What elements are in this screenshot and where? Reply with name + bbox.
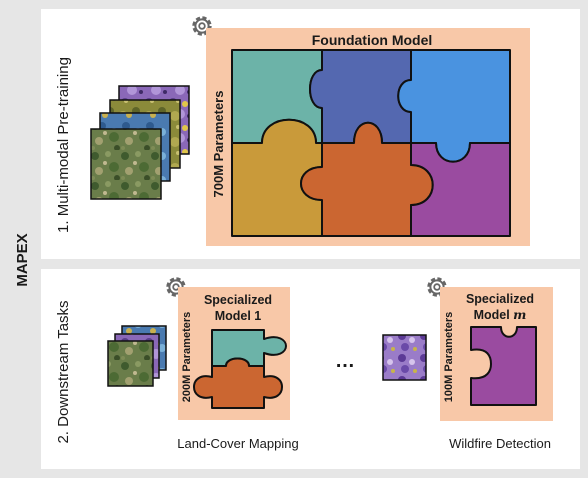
specialized-model-m-title-line1: Specialized (466, 292, 534, 306)
foundation-puzzle (231, 49, 511, 237)
foundation-params-label: 700M Parameters (211, 91, 226, 198)
section-label-pretraining: 1. Multi-modal Pre-training (55, 57, 72, 233)
task2-caption: Wildfire Detection (449, 436, 551, 451)
specialized-model-m-title-line2: Model m (474, 307, 527, 322)
task1-image-stack (107, 325, 167, 387)
puzzle-piece-purple (410, 142, 511, 237)
foundation-model-title: Foundation Model (312, 32, 433, 48)
satellite-image (382, 334, 427, 381)
ellipsis: … (335, 350, 355, 372)
puzzle-piece-purple (470, 326, 537, 406)
puzzle-piece-orange (193, 357, 283, 409)
specialized-model-1-title-line1: Specialized (204, 293, 272, 307)
satellite-image-stack (90, 85, 190, 200)
specialized-model-1-title-line2: Model 1 (215, 309, 262, 323)
side-title: MAPEX (14, 233, 31, 286)
section-label-downstream: 2. Downstream Tasks (55, 300, 72, 443)
task1-caption: Land-Cover Mapping (177, 436, 298, 451)
specialized-model-m-params: 100M Parameters (443, 312, 455, 403)
task1-puzzle (193, 329, 287, 409)
specialized-model-1-params: 200M Parameters (181, 312, 193, 403)
